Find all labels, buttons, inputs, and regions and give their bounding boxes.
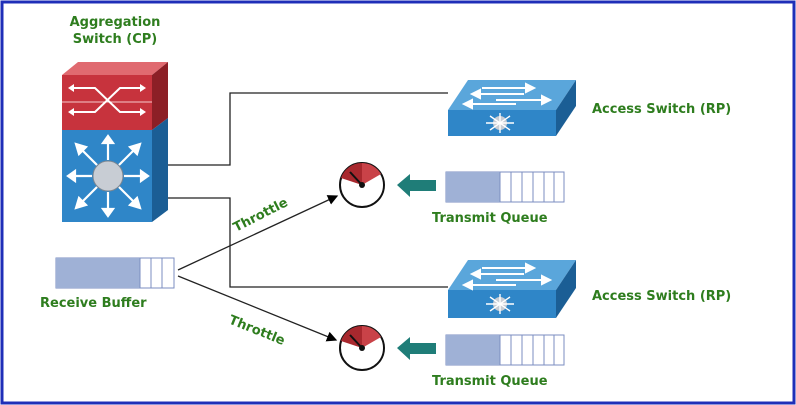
queue-buffer-icon [55,257,175,289]
transmit-queue-top-label: Transmit Queue [432,211,548,226]
layer2-switch-icon [448,80,576,136]
queue-buffer-icon [445,171,565,203]
link-agg-to-access-bottom [162,197,448,288]
layer2-switch-icon [448,260,576,318]
teal-arrow-icon [397,174,436,197]
teal-arrow-icon [397,337,436,360]
throttle-top-label: Throttle [231,195,291,235]
throttle-arrow-bottom [177,275,338,342]
aggregation-label-line1: Aggregation [70,15,161,30]
throttle-arrow-top [177,195,339,271]
policer-gauge-icon [339,162,385,208]
access-switch-bottom-label: Access Switch (RP) [592,289,731,304]
multilayer-switch-icon [62,62,168,222]
policer-gauge-icon [339,325,385,371]
link-agg-to-access-top [162,92,448,166]
receive-buffer-label: Receive Buffer [40,296,147,311]
aggregation-label-line2: Switch (CP) [73,32,157,47]
access-switch-top-label: Access Switch (RP) [592,102,731,117]
queue-buffer-icon [445,334,565,366]
transmit-queue-bottom-label: Transmit Queue [432,374,548,389]
throttle-bottom-label: Throttle [227,313,288,349]
connection-lines [162,92,448,342]
